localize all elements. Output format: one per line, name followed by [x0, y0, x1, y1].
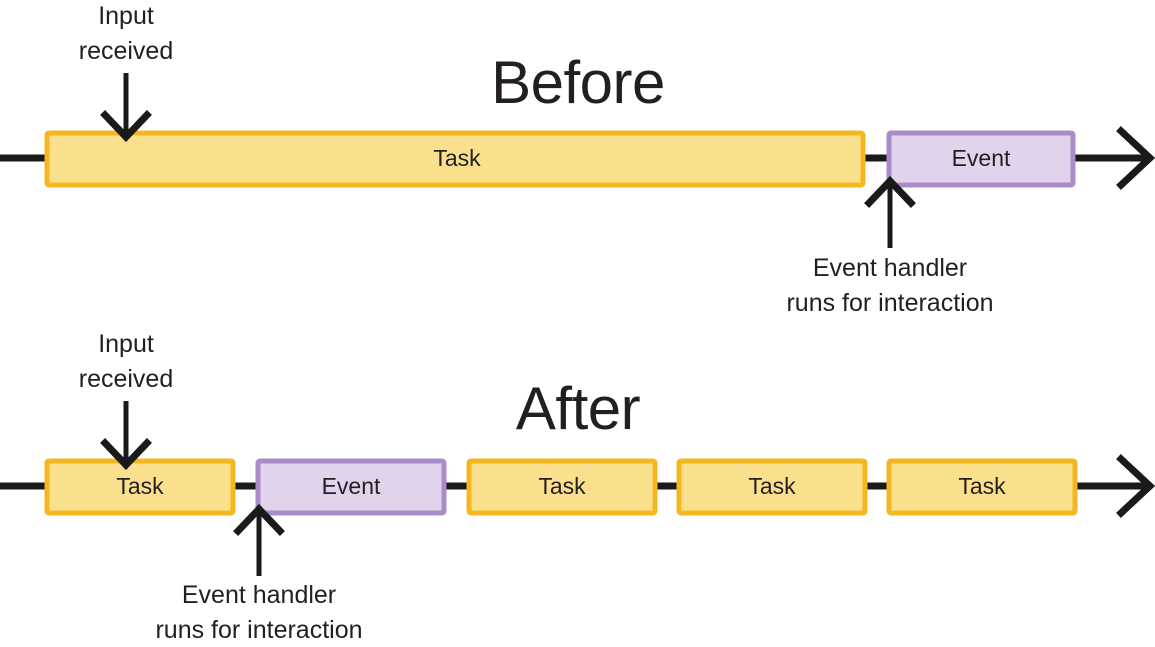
before-title: Before: [491, 49, 665, 116]
before-handler-annotation-line2: runs for interaction: [786, 289, 993, 317]
before-event-label: Event: [952, 145, 1011, 171]
before-handler-annotation-line1: Event handler: [813, 254, 967, 282]
after-task-block-3[interactable]: [676, 458, 868, 516]
after-task-block-1[interactable]: [44, 458, 236, 516]
before-section: Before Task Event Input received Event h…: [0, 2, 1155, 317]
before-input-annotation-line1: Input: [98, 2, 154, 30]
after-timeline-arrowhead: [1116, 454, 1155, 518]
after-handler-annotation-line1: Event handler: [182, 581, 336, 609]
after-input-callout-arrowhead: [100, 438, 152, 471]
after-event-label: Event: [322, 473, 381, 499]
after-task-label-4: Task: [958, 473, 1006, 499]
before-task-block[interactable]: [44, 130, 866, 188]
after-task-block-2[interactable]: [466, 458, 658, 516]
after-handler-callout-arrowhead: [233, 503, 285, 536]
before-input-callout-arrowhead: [100, 110, 152, 143]
after-title: After: [516, 375, 640, 442]
after-event-block[interactable]: [255, 458, 447, 516]
after-task-label-3: Task: [748, 473, 796, 499]
after-input-annotation-line2: received: [79, 365, 174, 393]
after-handler-annotation-line2: runs for interaction: [155, 616, 362, 644]
after-task-label-1: Task: [116, 473, 164, 499]
after-task-label-2: Task: [538, 473, 586, 499]
before-timeline-arrowhead: [1116, 126, 1155, 190]
before-handler-callout-arrowhead: [864, 175, 916, 208]
before-event-block[interactable]: [886, 130, 1076, 188]
after-input-annotation-line1: Input: [98, 330, 154, 358]
after-section: After Task Event Task Task Task: [0, 330, 1155, 644]
before-input-annotation-line2: received: [79, 37, 174, 65]
before-task-label: Task: [433, 145, 481, 171]
after-task-block-4[interactable]: [886, 458, 1078, 516]
